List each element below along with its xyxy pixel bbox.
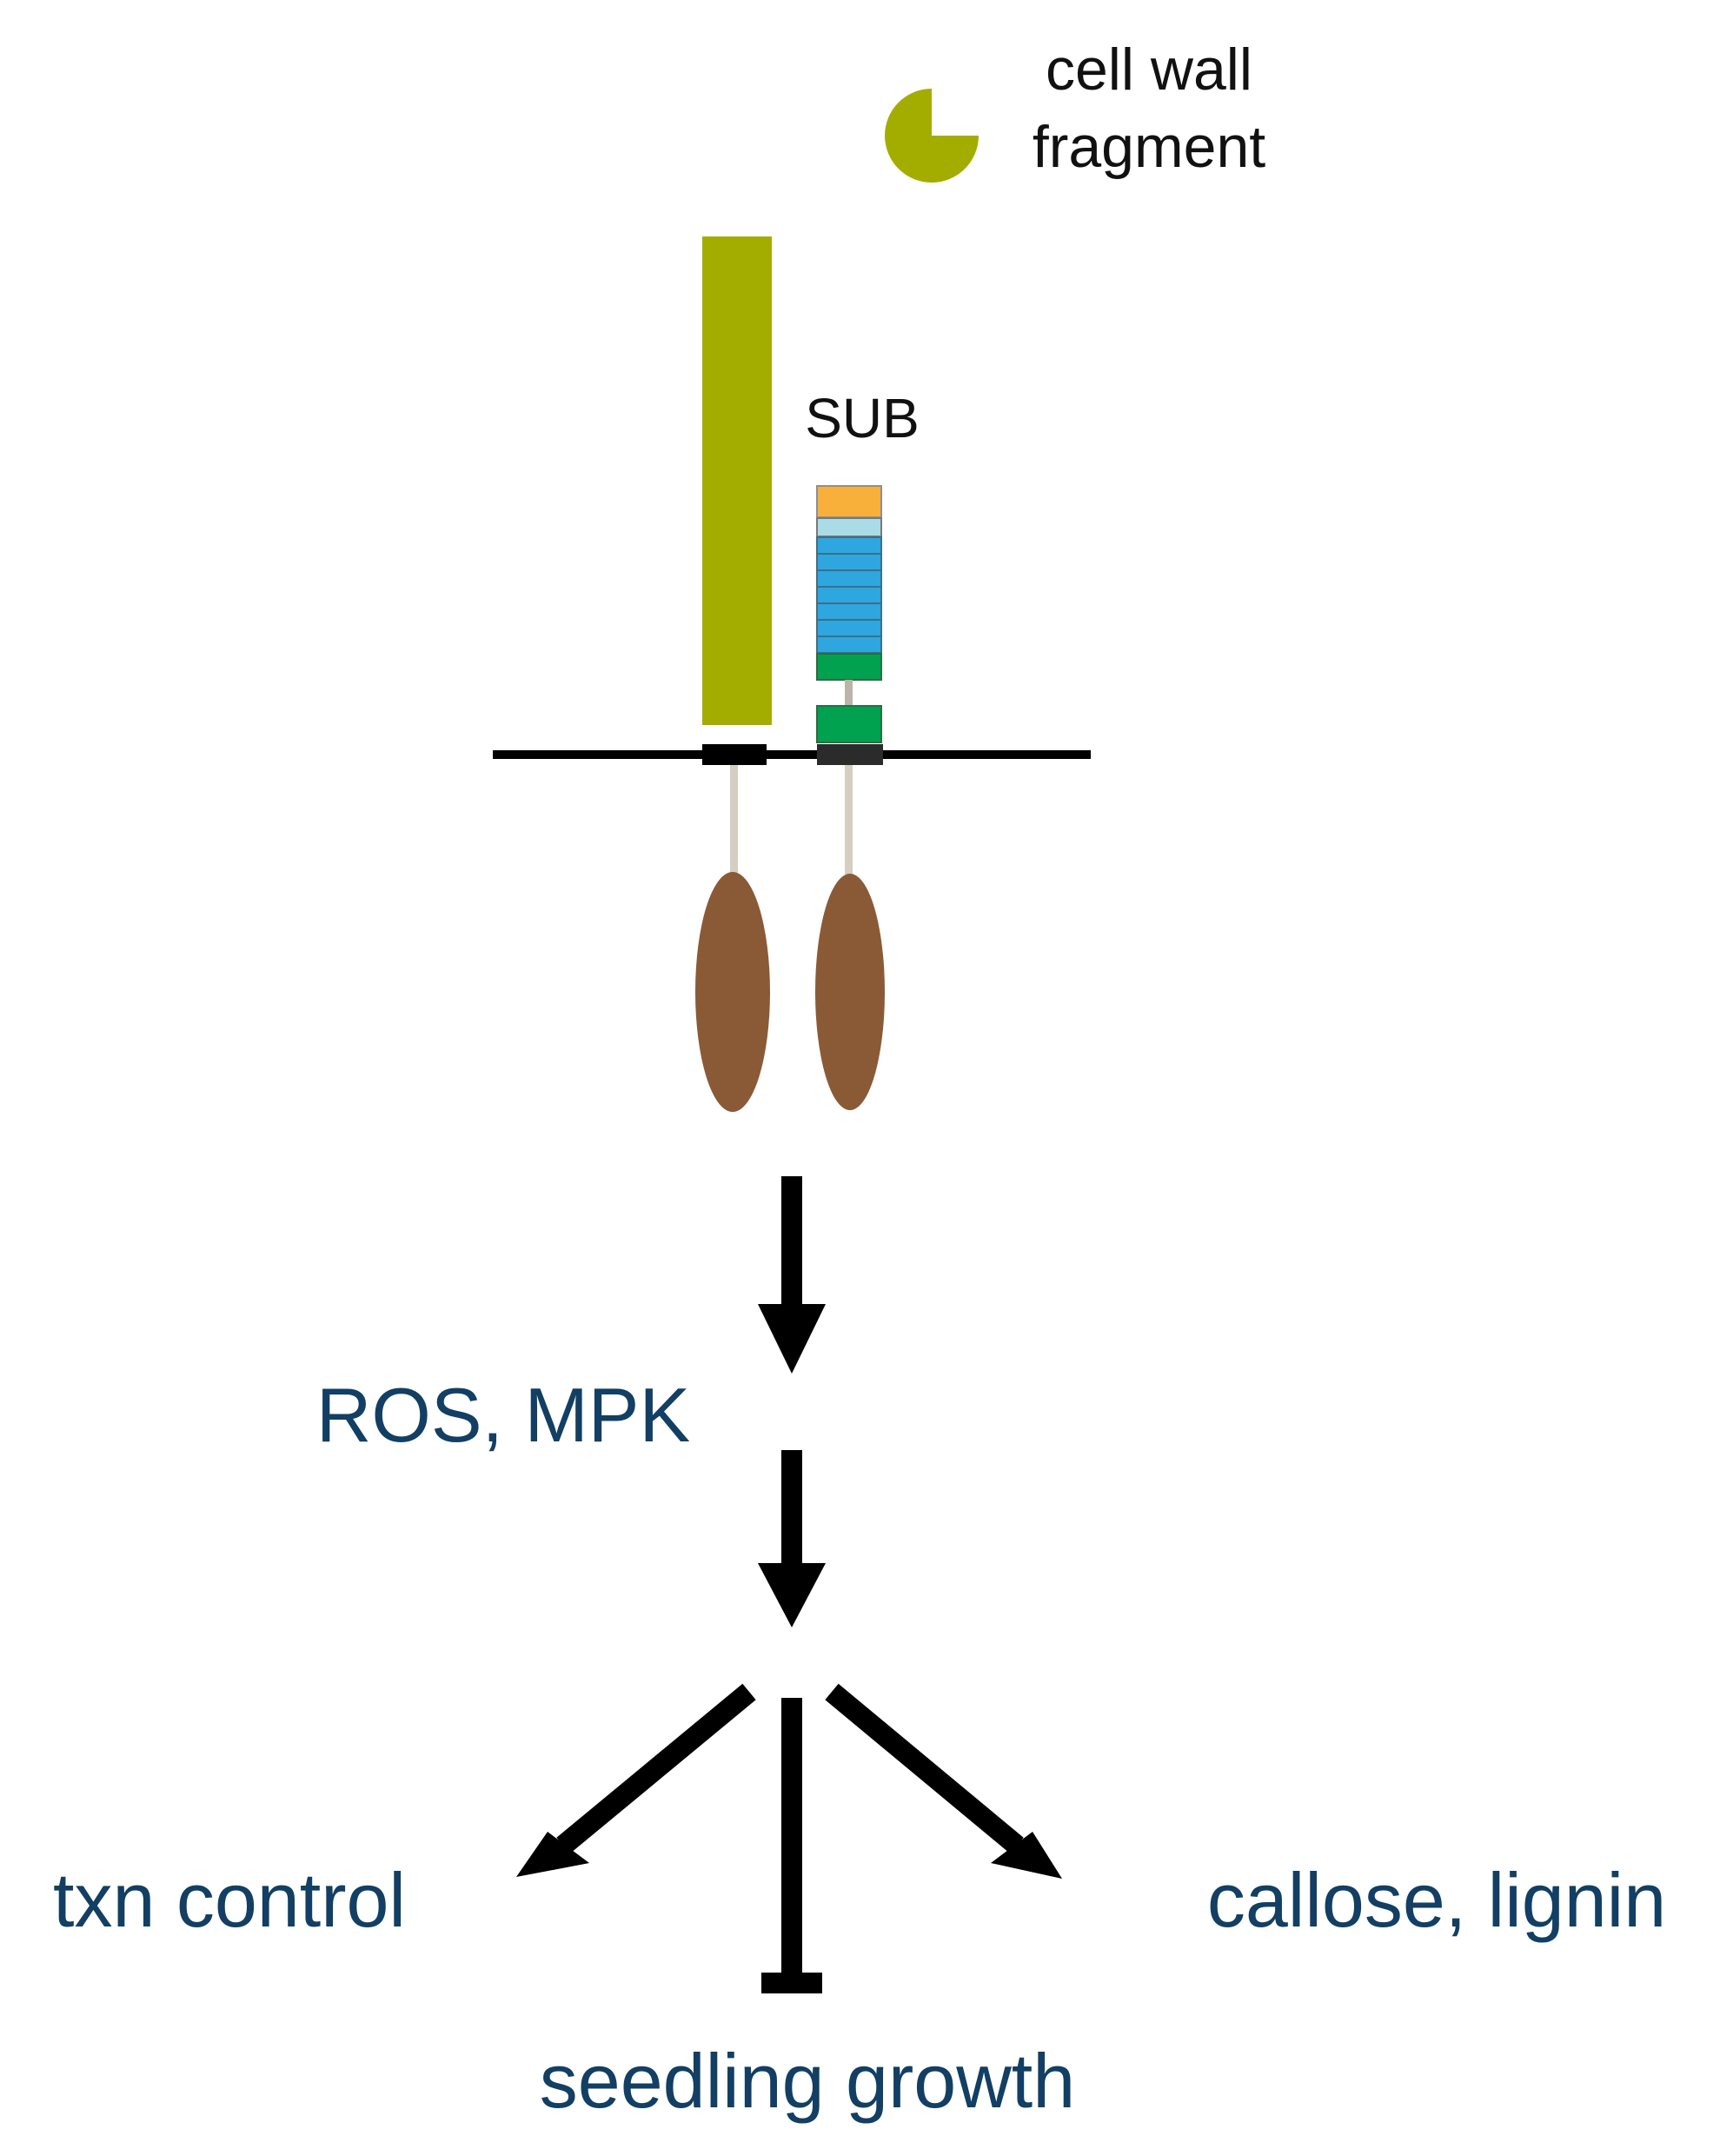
sub-orange-domain (816, 485, 882, 518)
sub-green-domain-upper (816, 653, 882, 681)
sub-lrr-repeat (816, 602, 882, 621)
arrow-to-txn-control (516, 1683, 756, 1877)
inhibition-to-seedling-growth (761, 1698, 822, 1993)
ros-mpk-label: ROS, MPK (316, 1372, 690, 1458)
sub-receptor-domains (816, 485, 882, 743)
plasma-membrane (493, 750, 1091, 759)
sub-lrr-repeat (816, 635, 882, 654)
left-receptor-stalk (730, 765, 738, 876)
receptor-extracellular-bar (702, 236, 772, 725)
seedling-growth-label: seedling growth (540, 2038, 1075, 2124)
sub-linker (845, 680, 853, 706)
arrow-to-ros-mpk (758, 1176, 826, 1374)
sub-lrr-repeat (816, 569, 882, 588)
left-receptor-transmembrane (702, 744, 767, 765)
sub-lrr-repeat (816, 536, 882, 555)
sub-kinase-domain (815, 874, 885, 1110)
cell-wall-fragment-label-line1: cell wall (1046, 37, 1252, 103)
sub-lrr-repeat (816, 553, 882, 571)
callose-lignin-label: callose, lignin (1207, 1857, 1666, 1943)
txn-control-label: txn control (53, 1857, 406, 1943)
cell-wall-fragment-icon (885, 89, 979, 183)
sub-stalk (845, 765, 853, 876)
sub-green-domain-lower (816, 705, 882, 743)
cell-wall-fragment-label-line2: fragment (1033, 114, 1265, 180)
sub-transmembrane (817, 744, 883, 765)
sub-lrr-repeat (816, 586, 882, 604)
sub-light-blue-domain (816, 517, 882, 537)
left-receptor-kinase-domain (695, 872, 770, 1112)
sub-lrr-repeat (816, 619, 882, 637)
sub-label: SUB (805, 387, 920, 449)
arrow-from-ros-mpk (758, 1450, 826, 1627)
arrow-to-callose-lignin (825, 1683, 1062, 1879)
